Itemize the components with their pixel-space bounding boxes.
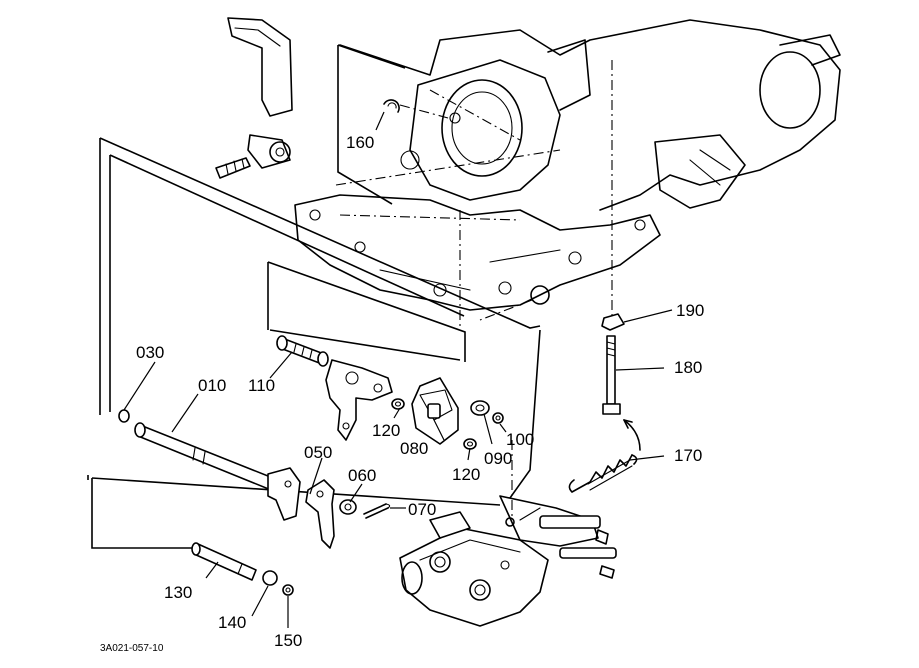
label-130: 130 [164,583,192,602]
label-140: 140 [218,613,246,632]
label-080: 080 [400,439,428,458]
label-190: 190 [676,301,704,320]
part-150-nut [282,584,294,596]
label-150: 150 [274,631,302,650]
label-050: 050 [304,443,332,462]
label-100: 100 [506,430,534,449]
label-030: 030 [136,343,164,362]
part-130-pin [191,542,257,581]
label-010: 010 [198,376,226,395]
lever-arm-assembly [325,359,393,441]
part-010-shaft [134,422,301,521]
leader-lines [123,111,673,628]
part-180-bolt [602,335,621,415]
diagram-code: 3A021-057-10 [100,643,164,654]
label-090: 090 [484,449,512,468]
valve-assembly [399,440,617,627]
part-070-cotter-pin [363,503,391,519]
part-120-washer-b [463,438,477,450]
part-060-washer [339,499,357,515]
label-060: 060 [348,466,376,485]
spring-arrow-head [623,419,633,429]
part-050-lever [305,479,335,549]
label-170: 170 [674,446,702,465]
label-070: 070 [408,500,436,519]
part-160-clip [383,99,400,113]
label-120-a: 120 [372,421,400,440]
part-190-nut [601,313,625,331]
part-120-washer-a [391,398,405,410]
part-170-spring [568,454,638,493]
label-110: 110 [248,376,275,395]
part-100-nut [492,412,504,424]
part-090-bushing [470,400,490,416]
label-120-b: 120 [452,465,480,484]
spring-arrow [623,419,641,451]
part-110-pin [276,335,329,367]
assembly-frames [87,44,541,549]
part-labels: 030 010 110 050 060 070 120 080 090 100 … [136,133,704,650]
engine-housing [215,17,841,330]
label-160: 160 [346,133,374,152]
label-180: 180 [674,358,702,377]
part-080-plate [411,377,459,445]
part-140-bushing [262,570,278,586]
part-030-ring [118,409,130,423]
